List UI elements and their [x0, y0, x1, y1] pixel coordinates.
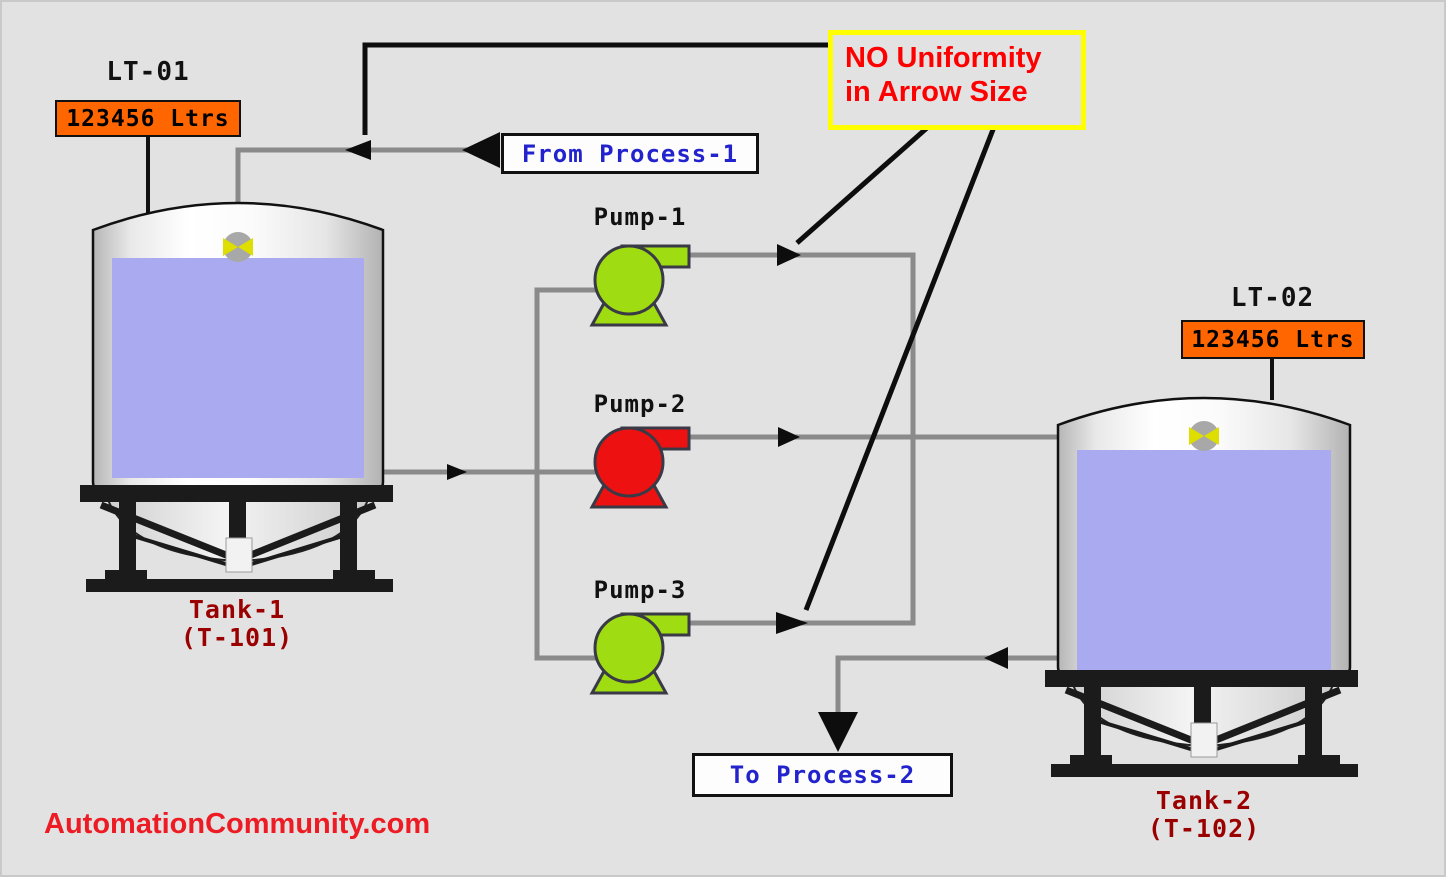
lt01-level-display[interactable]: 123456 Ltrs: [55, 100, 241, 137]
tank2-label: Tank-2 (T-102): [1104, 787, 1304, 843]
tank1-valve-icon: [223, 232, 253, 262]
pump3-label: Pump-3: [593, 576, 687, 604]
tank1-braces: [99, 501, 377, 567]
tank1-graphic: [80, 201, 393, 592]
pump2-icon[interactable]: [589, 426, 691, 509]
tank2-valve-icon: [1189, 421, 1219, 451]
arrow-left-large: [462, 132, 500, 168]
annotation-pointers: [362, 42, 997, 611]
arrow-pump2-discharge: [778, 427, 800, 447]
pump2-label: Pump-2: [593, 390, 687, 418]
tank1-nozzle: [225, 537, 253, 573]
tank2-liquid: [1077, 450, 1331, 672]
arrow-pump1-discharge: [777, 244, 801, 266]
pointer-top-line: [362, 42, 830, 135]
arrow-pump3-discharge: [776, 612, 808, 634]
tank2-name: Tank-2: [1155, 786, 1253, 815]
arrow-tank1-outlet: [447, 464, 467, 480]
watermark-text: AutomationCommunity.com: [44, 808, 431, 840]
tank2-support: [1045, 670, 1358, 777]
tank1-liquid: [112, 258, 364, 478]
pointer-to-pump3-arrow: [803, 126, 997, 611]
tank1-label: Tank-1 (T-101): [137, 596, 337, 652]
lt02-level-display[interactable]: 123456 Ltrs: [1181, 320, 1365, 359]
arrow-left-small: [345, 140, 371, 160]
from-process1-box: From Process-1: [501, 133, 759, 174]
lt02-tag-label: LT-02: [1230, 283, 1315, 313]
arrow-tank2-outlet: [984, 647, 1008, 669]
annotation-line1: NO Uniformity: [845, 42, 1042, 74]
pipe-suction-manifold: [534, 287, 599, 661]
annotation-callout: NO Uniformity in Arrow Size: [828, 30, 1086, 130]
tank1-name: Tank-1: [188, 595, 286, 624]
tank1-tag: (T-101): [180, 623, 294, 652]
flow-arrows: [345, 132, 1008, 752]
pump1-label: Pump-1: [593, 203, 687, 231]
pipe-tank2-outlet: [835, 655, 1058, 716]
pump1-icon[interactable]: [589, 244, 691, 327]
arrow-down-large: [818, 712, 858, 752]
pump3-icon[interactable]: [589, 612, 691, 695]
tank2-nozzle: [1190, 722, 1218, 758]
pointer-to-pump1-arrow: [795, 125, 930, 245]
tank2-graphic: [1045, 396, 1358, 777]
tank2-braces: [1064, 686, 1342, 752]
annotation-line2: in Arrow Size: [845, 76, 1028, 108]
lt01-tag-label: LT-01: [106, 57, 190, 87]
tank2-tag: (T-102): [1147, 814, 1261, 843]
to-process2-box: To Process-2: [692, 753, 953, 797]
